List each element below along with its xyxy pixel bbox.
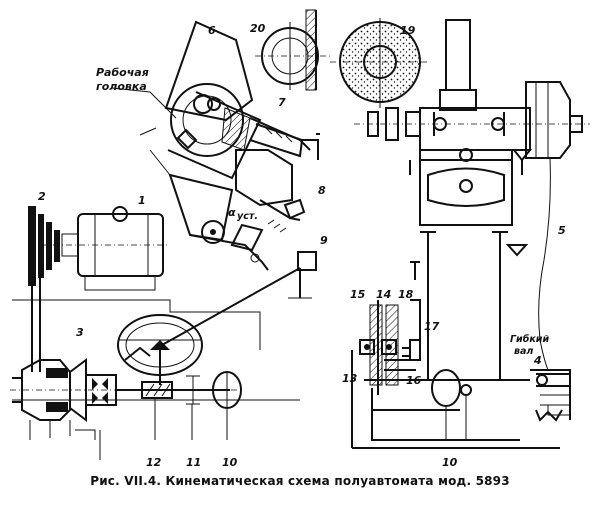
gear-train — [359, 300, 420, 395]
working-head — [139, 20, 320, 271]
number-1: 1 — [138, 194, 146, 207]
labels: Рабочая головка α уст. Гибкий вал 1 2 3 … — [38, 22, 566, 469]
number-4: 4 — [533, 354, 542, 367]
flexible-shaft-label-2: вал — [514, 346, 533, 357]
number-10-left: 10 — [222, 456, 238, 469]
number-8: 8 — [318, 184, 326, 197]
figure-caption: Рис. VII.4. Кинематическая схема полуавт… — [90, 474, 510, 488]
number-12: 12 — [146, 456, 162, 469]
number-20: 20 — [250, 22, 266, 35]
large-cam-wheel — [117, 314, 203, 385]
motor-1 — [40, 206, 170, 291]
number-3: 3 — [76, 326, 84, 339]
number-14: 14 — [376, 288, 391, 301]
number-17: 17 — [424, 320, 440, 333]
number-18: 18 — [398, 288, 414, 301]
angle-label: α — [228, 206, 236, 219]
lever-box-9 — [297, 251, 317, 271]
number-19: 19 — [400, 24, 416, 37]
cam-10-right — [431, 369, 461, 407]
right-machine — [255, 9, 590, 449]
number-2: 2 — [38, 190, 46, 203]
number-13: 13 — [342, 372, 358, 385]
working-head-label-2: головка — [96, 80, 147, 93]
left-machine — [10, 20, 320, 460]
angle-sub-label: уст. — [237, 211, 258, 222]
number-9: 9 — [320, 234, 328, 247]
number-5: 5 — [558, 224, 566, 237]
working-head-label: Рабочая — [96, 66, 149, 79]
pulley-2 — [28, 206, 60, 372]
number-10-right: 10 — [442, 456, 458, 469]
number-11: 11 — [186, 456, 201, 469]
number-7: 7 — [278, 96, 286, 109]
flexible-shaft-label: Гибкий — [510, 334, 549, 345]
worm-12 — [141, 381, 173, 399]
number-15: 15 — [350, 288, 366, 301]
grinding-wheel-19 — [330, 18, 430, 108]
number-16: 16 — [406, 374, 422, 387]
number-6: 6 — [208, 24, 216, 37]
wheel-20 — [255, 22, 330, 90]
